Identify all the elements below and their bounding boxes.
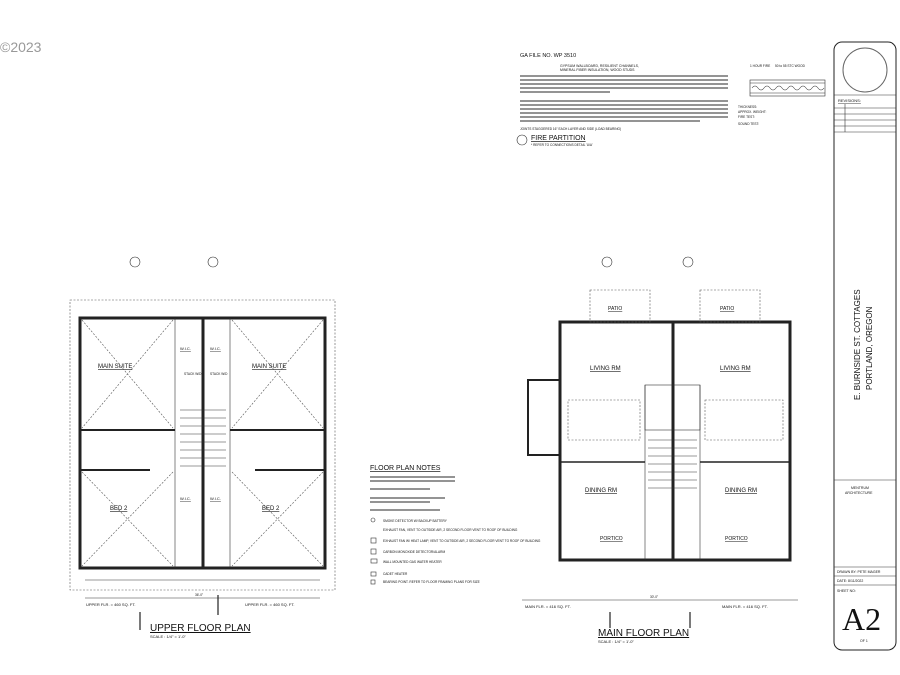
room-label: BED 2 bbox=[262, 506, 280, 512]
sheet-number: A2 bbox=[842, 601, 881, 637]
sheet-label: SHEET NO: bbox=[837, 589, 856, 593]
note-item: SMOKE DETECTOR W/ BACKUP BATTERY bbox=[383, 519, 448, 523]
room-label: PORTICO bbox=[600, 536, 623, 542]
stair-treads bbox=[648, 439, 697, 489]
plan-scale: SCALE : 1/4" = 1'-0" bbox=[150, 634, 187, 639]
spec-rating: 1 HOUR FIRE bbox=[750, 64, 770, 68]
room-label: PATIO bbox=[720, 306, 734, 312]
area-left: UPPER FLR. = 460 SQ. FT. bbox=[86, 602, 135, 607]
room-label: STACK W/D bbox=[210, 372, 228, 376]
note-item: WALL MOUNTED GAS WATER HEATER bbox=[383, 560, 442, 564]
area-left: MAIN FLR. = 416 SQ. FT. bbox=[525, 604, 571, 609]
area-right: UPPER FLR. = 460 SQ. FT. bbox=[245, 602, 294, 607]
spec-joints-note: JOINTS STAGGERED 16" EACH LAYER AND SIDE… bbox=[520, 127, 621, 131]
spec-heading-2: MINERAL FIBER INSULATION, WOOD STUDS bbox=[560, 68, 635, 72]
detail-note: * REFER TO CONNECTIONS DETAIL 'U/A' bbox=[531, 143, 593, 147]
exterior-walls bbox=[558, 320, 792, 562]
project-location: PORTLAND, OREGON bbox=[865, 306, 874, 390]
powder-rooms bbox=[644, 384, 701, 431]
area-right: MAIN FLR. = 416 SQ. FT. bbox=[722, 604, 768, 609]
room-label: W.I.C. bbox=[180, 346, 191, 351]
patio-outline bbox=[589, 289, 651, 323]
patio-outline bbox=[699, 289, 761, 323]
revisions-label: REVISIONS: bbox=[838, 98, 861, 103]
stair-treads bbox=[180, 409, 226, 467]
spec-paragraph-lines bbox=[520, 75, 728, 122]
section-marker-icon bbox=[207, 256, 219, 268]
room-label: LIVING RM bbox=[720, 366, 751, 372]
kitchen-counter bbox=[567, 399, 641, 441]
kitchen-counter bbox=[704, 399, 784, 441]
detail-title: FIRE PARTITION bbox=[531, 135, 586, 142]
overall-dimension: 36'-0" bbox=[195, 593, 203, 597]
room-label: PORTICO bbox=[725, 536, 748, 542]
note-item: EXHAUST FAN, VENT TO OUTSIDE AIR, 2 SECO… bbox=[383, 528, 518, 532]
main-floor-plan: PATIO PATIO LIVING RM LIVING RM DINING R… bbox=[522, 256, 798, 644]
roof-overhang-outline bbox=[69, 299, 336, 591]
firm-name-2: ARCHITECTURE bbox=[845, 491, 873, 495]
note-item: CADET HEATER bbox=[383, 572, 408, 576]
plan-title: MAIN FLOOR PLAN bbox=[598, 628, 689, 639]
detail-tag-icon bbox=[516, 134, 528, 146]
room-label: MAIN SUITE bbox=[98, 364, 132, 370]
spec-weight-label: APPROX. WEIGHT: bbox=[738, 110, 766, 114]
sheet-of: OF 1 bbox=[860, 639, 868, 643]
room-label: W.I.C. bbox=[210, 346, 221, 351]
architect-stamp bbox=[842, 47, 888, 93]
note-item: BEARING POINT. REFER TO FLOOR FRAMING PL… bbox=[383, 580, 480, 584]
storage-closets bbox=[527, 379, 561, 456]
spec-stc: 50 to 55 STC WOOD bbox=[775, 64, 806, 68]
room-label: W.I.C. bbox=[180, 496, 191, 501]
wall-section-detail bbox=[749, 79, 826, 97]
note-item: EXHAUST FAN W/ HEAT LAMP, VENT TO OUTSID… bbox=[383, 539, 541, 543]
legend-symbols bbox=[370, 517, 378, 585]
section-marker-icon bbox=[129, 256, 141, 268]
title-block: REVISIONS: E. BURNSIDE ST. COTTAGES PORT… bbox=[833, 41, 897, 651]
room-label: STACK W/D bbox=[184, 372, 202, 376]
drawn-by: DRAWN BY: PETE MAGER bbox=[837, 570, 881, 574]
room-label: BED 2 bbox=[110, 506, 128, 512]
room-label: PATIO bbox=[608, 306, 622, 312]
fire-partition-spec: GA FILE NO. WP 3510 GYPSUM WALLBOARD, RE… bbox=[516, 53, 826, 147]
room-label: DINING RM bbox=[585, 488, 617, 494]
room-label: DINING RM bbox=[725, 488, 757, 494]
note-item: CARBON MONOXIDE DETECTOR/ALARM bbox=[383, 550, 445, 554]
spec-thickness-label: THICKNESS: bbox=[738, 105, 757, 109]
overall-dimension: 30'-0" bbox=[650, 595, 658, 599]
plan-title: UPPER FLOOR PLAN bbox=[150, 623, 251, 634]
section-marker-icon bbox=[682, 256, 694, 268]
spec-heading-1: GYPSUM WALLBOARD, RESILIENT CHANNELS, bbox=[560, 64, 639, 68]
room-label: MAIN SUITE bbox=[252, 364, 286, 370]
drawing-date: DATE: 8/11/2022 bbox=[837, 579, 863, 583]
copyright-mark: ©2023 bbox=[0, 39, 42, 55]
section-marker-icon bbox=[601, 256, 613, 268]
firm-name: MENTRUM bbox=[851, 486, 869, 490]
upper-floor-plan: MAIN SUITE MAIN SUITE W.I.C. W.I.C. W.I.… bbox=[69, 256, 336, 639]
spec-fire-test-label: FIRE TEST: bbox=[738, 115, 755, 119]
spec-sound-test-label: SOUND TEST: bbox=[738, 122, 759, 126]
project-name: E. BURNSIDE ST. COTTAGES bbox=[853, 289, 862, 400]
floor-plan-notes: FLOOR PLAN NOTES SMOKE DETECTOR W/ BACKU… bbox=[370, 465, 541, 585]
room-label: W.I.C. bbox=[210, 496, 221, 501]
room-label: LIVING RM bbox=[590, 366, 621, 372]
notes-title: FLOOR PLAN NOTES bbox=[370, 465, 441, 472]
plan-scale: SCALE : 1/4" = 1'-0" bbox=[598, 639, 635, 644]
spec-file-no: GA FILE NO. WP 3510 bbox=[520, 53, 576, 59]
